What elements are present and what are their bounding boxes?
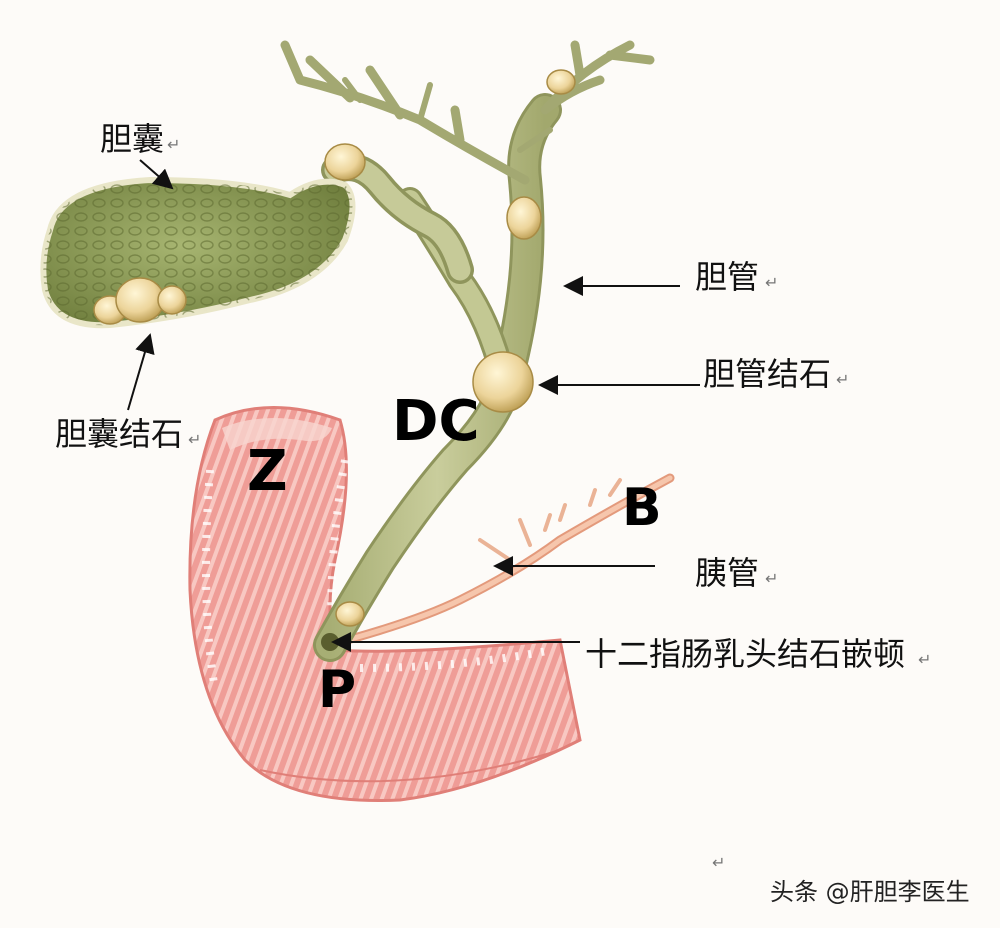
arrow-gallbladder [139, 159, 174, 190]
label-papilla-stone: 十二指肠乳头结石嵌顿 [585, 635, 905, 673]
pancreatic-duct [335, 473, 675, 647]
label-gallbladder-stones: 胆囊结石 [55, 415, 183, 453]
cystic-duct-stones [324, 143, 366, 181]
return-mark-pancreatic-duct: ↵ [765, 569, 778, 588]
duodenum [188, 406, 582, 802]
letter-z: Z [247, 439, 288, 504]
letter-dc: DC [392, 389, 480, 454]
arrow-gallbladder-stones [127, 333, 155, 411]
gallbladder [40, 176, 356, 329]
watermark: 头条 @肝胆李医生 [770, 878, 970, 906]
return-mark-papilla-stone: ↵ [918, 650, 931, 669]
stray-return-mark: ↵ [712, 853, 725, 872]
return-mark-bile-duct: ↵ [765, 273, 778, 292]
bile-duct-stones [472, 69, 576, 413]
return-mark-gallbladder-stones: ↵ [188, 430, 201, 449]
gallbladder-stones [93, 277, 187, 325]
pointer-arrows [127, 159, 700, 652]
label-pancreatic-duct: 胰管 [695, 554, 759, 592]
label-bile-duct-stone: 胆管结石 [703, 355, 831, 393]
label-gallbladder: 胆囊 [100, 120, 164, 158]
return-mark-gallbladder: ↵ [167, 135, 180, 154]
letter-p: P [318, 660, 356, 720]
return-mark-bile-duct-stone: ↵ [836, 370, 849, 389]
label-bile-duct: 胆管 [695, 258, 759, 296]
bile-duct [280, 40, 655, 662]
letter-b: B [622, 478, 662, 538]
